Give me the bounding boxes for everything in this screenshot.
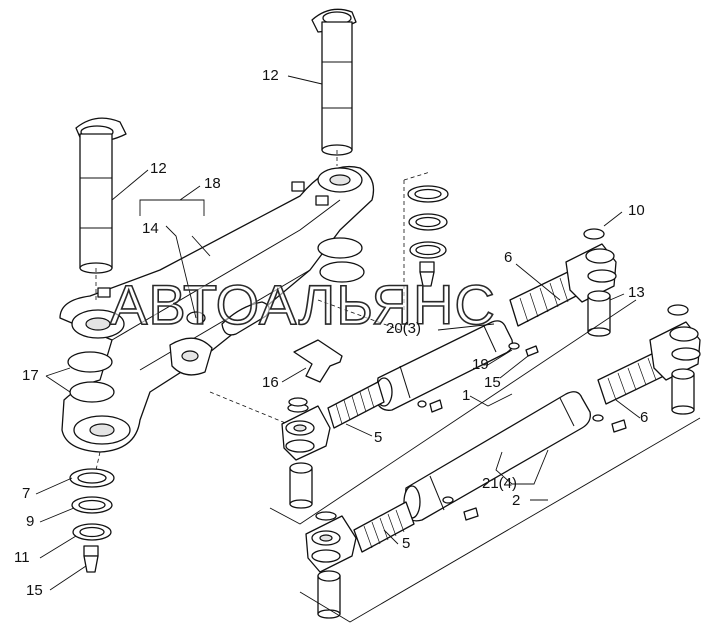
callout-6-lower: 6 [640,409,649,426]
callout-2: 2 [512,492,521,509]
callout-12-left: 12 [150,160,167,177]
callout-20-3: 20(3) [386,320,422,337]
callout-15-mid: 15 [484,374,501,391]
ring-stack-right [403,171,449,310]
tie-rod-1 [281,320,513,509]
callout-21-4: 21(4) [482,475,518,492]
callout-14: 14 [142,220,159,237]
callout-9: 9 [26,513,35,530]
rod-end-6-lower [597,304,701,415]
pin-12-upper [311,8,357,156]
fittings [288,342,627,521]
callout-1: 1 [462,387,471,404]
callout-5-upper: 5 [374,429,383,446]
callout-19: 19 [472,356,489,373]
callout-6-upper: 6 [504,249,513,266]
callout-18: 18 [204,175,221,192]
watermark-text: АВТОАЛЬЯНС [109,272,496,337]
callout-10: 10 [628,202,645,219]
pin-12-left [75,117,127,274]
callout-17: 17 [22,367,39,384]
callout-16: 16 [262,374,279,391]
clip-16 [293,339,343,383]
callout-12-upper: 12 [262,67,279,84]
callout-11: 11 [14,549,30,566]
callout-15-left: 15 [26,582,43,599]
pin-14 [221,301,270,336]
rod-end-6-upper [509,228,617,337]
callout-5-lower: 5 [402,535,411,552]
callout-13: 13 [628,284,645,301]
beam-rings-right [317,237,365,283]
ring-stack-left [67,351,115,573]
callout-7: 7 [22,485,31,502]
tie-rod-2 [305,391,591,619]
axle-beam-18 [59,165,375,453]
